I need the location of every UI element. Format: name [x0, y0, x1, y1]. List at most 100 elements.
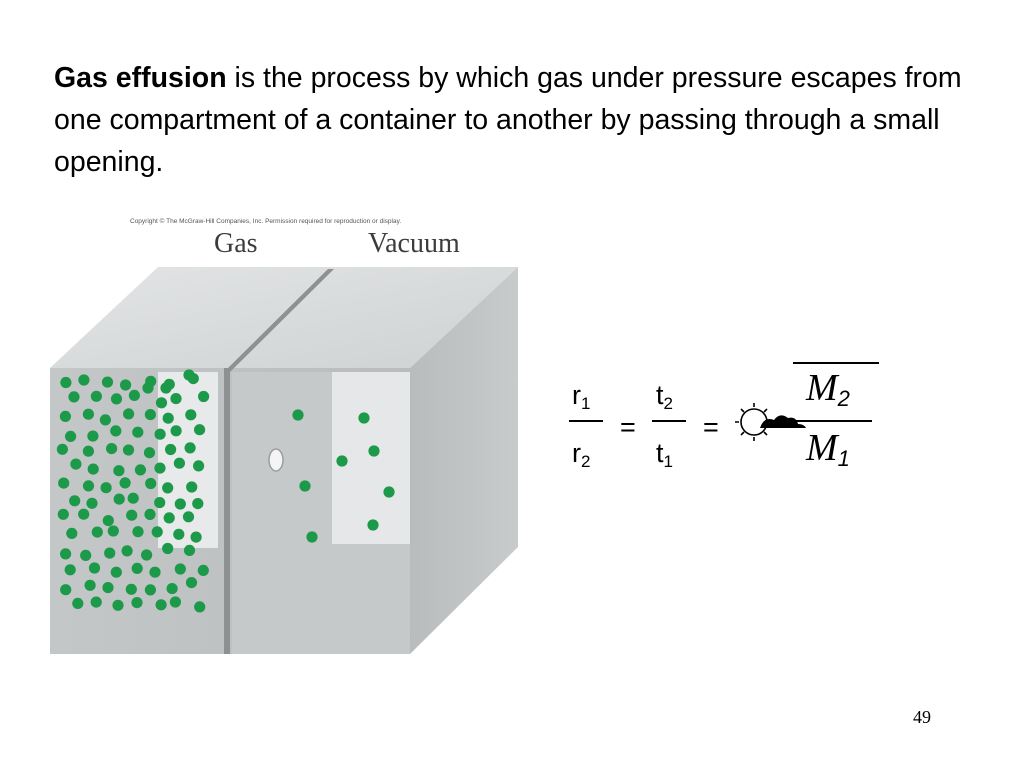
gas-molecule [173, 528, 185, 540]
gas-molecule [132, 426, 144, 438]
gas-molecule [60, 584, 72, 596]
rate-2: r2 [572, 438, 591, 471]
gas-molecule [104, 547, 116, 559]
gas-molecule [141, 549, 153, 561]
gas-molecule [182, 511, 195, 523]
gas-molecule [144, 584, 156, 596]
gas-molecule [101, 376, 114, 388]
gas-molecule [72, 597, 84, 609]
gas-molecule [162, 412, 174, 424]
gas-molecule [119, 477, 131, 489]
gas-molecule [190, 531, 202, 543]
gas-molecule [82, 480, 95, 492]
gas-molecule [169, 596, 181, 608]
gas-molecule [299, 480, 311, 492]
gas-molecule [173, 457, 185, 469]
gas-molecule [183, 544, 196, 556]
gas-molecule [134, 464, 146, 476]
gas-molecules [56, 369, 395, 613]
gas-molecule [163, 512, 175, 524]
gas-molecule [127, 492, 139, 504]
gas-molecule [123, 408, 135, 420]
gas-molecule [184, 442, 196, 454]
gas-molecule [91, 526, 103, 538]
slide-body-text: Gas effusion is the process by which gas… [54, 57, 984, 183]
gas-molecule [358, 412, 370, 424]
gas-molecule [58, 477, 70, 489]
gas-molecule [160, 382, 172, 394]
gas-molecule [66, 527, 78, 539]
gas-molecule [68, 391, 80, 403]
copyright-notice: Copyright © The McGraw-Hill Companies, I… [130, 218, 402, 225]
equals-sign-1: = [620, 412, 636, 442]
gas-molecule [112, 599, 124, 611]
gas-molecule [162, 542, 174, 555]
gas-molecule [69, 495, 81, 507]
vacuum-label: Vacuum [368, 228, 460, 259]
gas-molecule [107, 525, 119, 537]
gas-molecule [292, 409, 304, 421]
gas-molecule [102, 515, 114, 527]
equals-sign-2: = [703, 412, 719, 442]
gas-molecule [82, 445, 94, 457]
gas-molecule [151, 526, 163, 538]
molar-mass-2: M2 [806, 367, 850, 411]
gas-molecule [154, 462, 166, 474]
gas-molecule [59, 410, 71, 422]
sqrt-symbol-icon [735, 403, 806, 441]
gas-molecule [128, 389, 140, 401]
time-1: t1 [656, 438, 673, 471]
gas-molecule [144, 409, 156, 421]
gas-molecule [186, 481, 198, 493]
gas-molecule [383, 486, 395, 498]
gas-molecule [193, 460, 205, 472]
gas-molecule [121, 545, 133, 557]
gas-molecule [120, 379, 132, 391]
gas-molecule [131, 562, 143, 574]
gas-molecule [90, 596, 102, 608]
time-2: t2 [656, 380, 673, 413]
gas-molecule [185, 577, 198, 589]
gas-molecule [192, 498, 204, 510]
gas-molecule [99, 414, 111, 426]
gas-molecule [80, 549, 92, 561]
gas-molecule [198, 390, 210, 403]
molar-mass-fraction-bar [796, 420, 872, 422]
gas-molecule [57, 508, 69, 520]
gas-molecule [143, 447, 156, 459]
divider-wall [224, 368, 230, 654]
gas-molecule [194, 601, 206, 613]
gas-molecule [82, 408, 94, 420]
gas-molecule [87, 430, 99, 442]
gas-molecule [60, 548, 72, 560]
gas-molecule [60, 376, 72, 389]
time-fraction-bar [652, 420, 686, 422]
gas-molecule [84, 579, 96, 591]
gas-molecule [87, 463, 99, 475]
gas-molecule [154, 428, 166, 440]
box-right-face [410, 267, 518, 654]
gas-molecule [144, 508, 156, 520]
gas-molecule [64, 564, 76, 576]
gas-molecule [113, 493, 125, 505]
page-number: 49 [913, 707, 931, 727]
molar-mass-1: M1 [806, 427, 850, 471]
gas-molecule [110, 393, 123, 405]
gas-molecule [90, 390, 102, 402]
gas-molecule [56, 443, 68, 455]
gas-molecule [88, 562, 101, 574]
definition-text: is the process by which gas under pressu… [54, 62, 962, 178]
gas-molecule [149, 566, 161, 578]
gas-molecule [70, 458, 82, 470]
rate-1: r1 [572, 380, 591, 413]
gas-molecule [194, 424, 206, 436]
gas-molecule [102, 582, 114, 594]
gas-molecule [142, 382, 154, 394]
gas-molecule [197, 564, 209, 576]
small-opening [268, 448, 284, 472]
gas-molecule [78, 508, 90, 520]
gas-molecule [78, 374, 90, 386]
gas-molecule [110, 425, 122, 437]
gas-molecule [170, 393, 182, 405]
term-gas-effusion: Gas effusion [54, 62, 227, 94]
